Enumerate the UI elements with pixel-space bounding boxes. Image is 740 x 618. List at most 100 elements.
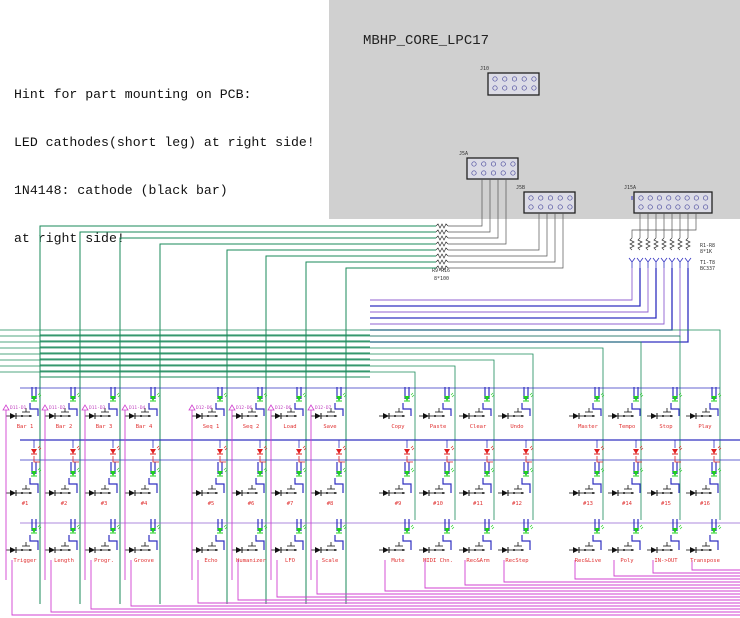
resistor-group-value: 8*100 <box>434 276 449 282</box>
switch-contact <box>100 415 102 417</box>
switch-contact <box>442 549 444 551</box>
led-wire <box>635 456 642 463</box>
green-led-icon-arrow <box>116 467 121 473</box>
led-wire <box>298 456 305 463</box>
switch-contact <box>474 492 476 494</box>
switch-contact <box>482 549 484 551</box>
led-wire <box>334 535 344 550</box>
wire-to-header <box>663 213 673 238</box>
connector-pin <box>511 76 518 82</box>
switch-contact <box>148 492 150 494</box>
resistor-icon <box>435 235 449 241</box>
wire-to-header <box>448 213 556 263</box>
led-wire <box>219 456 226 463</box>
wire-to-header <box>687 213 697 238</box>
diode-return-wire <box>50 560 740 613</box>
green-led-icon-arrow <box>76 524 81 530</box>
connector-j5a <box>466 157 519 180</box>
button-label: Echo <box>204 558 217 564</box>
port-marker-icon <box>81 404 89 411</box>
led-wire <box>482 535 492 550</box>
red-led-icon <box>110 449 116 454</box>
green-led-icon-arrow <box>156 467 161 473</box>
wire-to-header <box>671 213 681 238</box>
led-wire <box>521 535 531 550</box>
button-label: #8 <box>327 501 334 507</box>
led-wire <box>596 456 603 463</box>
button-label: Length <box>54 558 74 564</box>
red-led-icon-arrow <box>76 445 81 451</box>
diode-icon <box>423 547 429 553</box>
led-wire <box>68 403 78 416</box>
green-led-icon <box>336 396 342 401</box>
button-label: #6 <box>248 501 255 507</box>
diode-icon <box>10 413 16 419</box>
led-row-wire <box>226 249 436 604</box>
connector-pin <box>675 195 681 201</box>
transistor-icon <box>644 257 652 268</box>
led-wire <box>674 456 681 463</box>
green-led-icon-arrow <box>717 467 722 473</box>
connector-pin <box>490 161 497 167</box>
diode-return-wire <box>90 560 740 610</box>
led-wire <box>68 478 78 493</box>
button-label: Rec&Live <box>575 558 602 564</box>
green-led-icon <box>296 396 302 401</box>
diode-icon <box>236 413 242 419</box>
switch-contact <box>148 415 150 417</box>
resistor-group-label: R1-R8 <box>700 243 715 249</box>
button-label: Mute <box>391 558 404 564</box>
red-led-icon-arrow <box>37 445 42 451</box>
switch-contact <box>108 415 110 417</box>
button-label: Undo <box>510 424 523 430</box>
green-led-icon <box>110 471 116 476</box>
led-wire <box>442 478 452 493</box>
switch-contact <box>584 549 586 551</box>
led-row-wire <box>0 341 642 520</box>
connector-j10 <box>487 72 540 96</box>
switch-contact <box>255 415 257 417</box>
port-marker-icon <box>41 404 49 411</box>
connector-pin <box>547 204 554 210</box>
green-led-icon <box>257 471 263 476</box>
green-led-icon <box>711 528 717 533</box>
transistor-column-wire <box>370 268 657 319</box>
red-led-icon-arrow <box>717 445 722 451</box>
led-wire <box>670 478 680 493</box>
green-led-icon-arrow <box>116 392 121 398</box>
connector-pin <box>703 204 709 210</box>
button-label: Clear <box>470 424 487 430</box>
green-led-icon <box>523 396 529 401</box>
green-led-icon <box>110 528 116 533</box>
switch-contact <box>294 492 296 494</box>
led-wire <box>255 535 265 550</box>
hint-line: 1N4148: cathode (black bar) <box>14 183 228 198</box>
switch-contact <box>60 492 62 494</box>
resistor-icon <box>661 237 667 251</box>
diode-return-wire <box>384 560 740 592</box>
button-label: Progr. <box>94 558 114 564</box>
port-label: D12-D6 <box>196 405 213 411</box>
red-led-icon-arrow <box>116 445 121 451</box>
green-led-icon <box>257 396 263 401</box>
button-label: Seq 1 <box>203 424 220 430</box>
connector-pin <box>638 195 644 201</box>
wire-to-header <box>647 213 657 238</box>
switch-contact <box>326 492 328 494</box>
green-led-icon <box>404 528 410 533</box>
green-led-icon <box>523 471 529 476</box>
connector-pin <box>500 170 506 176</box>
led-wire <box>29 478 39 493</box>
button-label: #10 <box>433 501 443 507</box>
diode-icon <box>463 490 469 496</box>
connector-pin <box>567 195 573 201</box>
green-led-icon <box>150 396 156 401</box>
diode-icon <box>196 413 202 419</box>
switch-contact <box>434 492 436 494</box>
green-led-icon <box>70 396 76 401</box>
resistor-icon <box>629 237 635 251</box>
led-row-wire <box>119 237 436 604</box>
led-row-wire <box>265 255 436 604</box>
switch-contact <box>334 415 336 417</box>
switch-contact <box>286 549 288 551</box>
